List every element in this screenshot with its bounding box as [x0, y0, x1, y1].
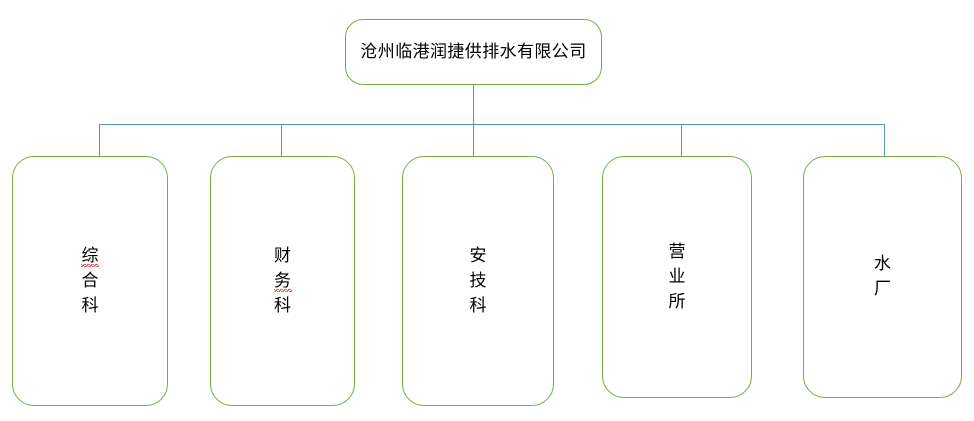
org-node-child-1[interactable]: 综 合 科	[12, 156, 168, 406]
connector-drop-3	[473, 124, 475, 156]
org-node-root[interactable]: 沧州临港润捷供排水有限公司	[345, 19, 602, 85]
connector-drop-2	[281, 124, 283, 156]
org-node-child-5-label: 水 厂	[874, 252, 891, 302]
org-node-child-5-char-1: 水	[874, 254, 891, 274]
org-node-child-3-char-2: 技	[469, 270, 487, 291]
org-node-child-2-char-1: 财	[274, 245, 291, 266]
connector-drop-4	[681, 124, 683, 156]
org-node-child-2-label: 财 务 科	[274, 244, 291, 319]
org-node-child-4-label: 营 业 所	[669, 240, 686, 315]
org-node-child-1-char-2: 合	[81, 270, 99, 291]
org-node-child-4-char-1: 营	[668, 241, 686, 262]
org-node-child-4-char-3: 所	[668, 291, 686, 312]
org-node-child-4[interactable]: 营 业 所	[602, 156, 752, 398]
org-node-child-2[interactable]: 财 务 科	[210, 156, 355, 406]
org-node-child-2-char-2: 务	[274, 269, 291, 294]
connector-horizontal-bus	[99, 124, 885, 126]
org-node-child-1-char-1: 综	[82, 244, 99, 269]
org-node-child-2-char-3: 科	[274, 295, 291, 316]
connector-drop-1	[99, 124, 101, 156]
org-node-child-5-char-2: 厂	[874, 279, 891, 299]
org-node-child-1-label: 综 合 科	[82, 244, 99, 319]
connector-drop-5	[884, 124, 886, 156]
org-node-child-1-char-3: 科	[81, 295, 99, 316]
org-node-child-5[interactable]: 水 厂	[803, 156, 962, 398]
org-node-child-3-char-3: 科	[469, 295, 487, 316]
org-node-root-label: 沧州临港润捷供排水有限公司	[360, 41, 587, 62]
org-node-child-3-char-1: 安	[469, 245, 487, 266]
connector-root-stem	[473, 85, 475, 125]
org-node-child-3-label: 安 技 科	[470, 244, 487, 319]
org-node-child-4-char-2: 业	[668, 266, 686, 287]
org-node-child-3[interactable]: 安 技 科	[402, 156, 554, 406]
